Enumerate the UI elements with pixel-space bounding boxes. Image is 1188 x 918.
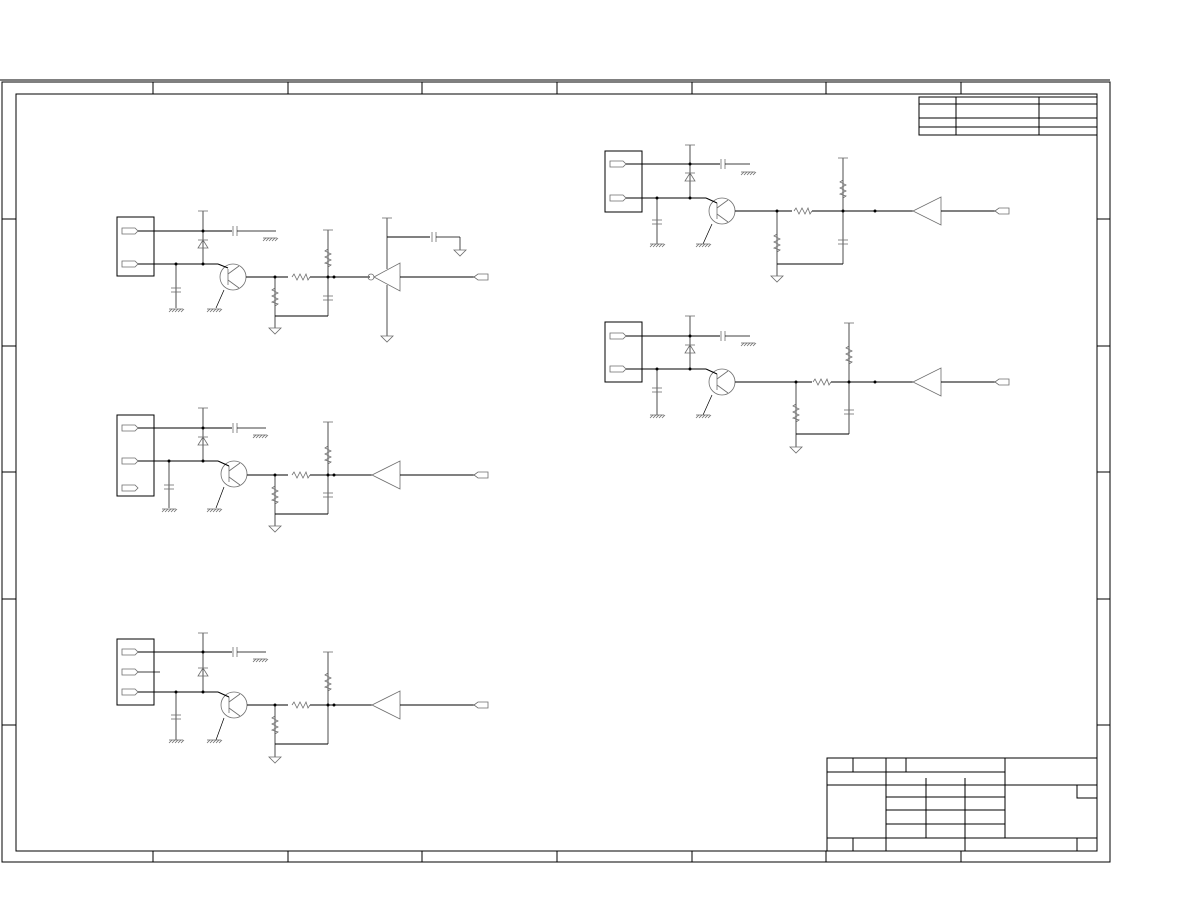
input-stage-4 <box>604 144 1010 283</box>
input-stage-5 <box>604 315 1010 454</box>
input-connector <box>116 414 155 497</box>
revision-table <box>918 96 1098 136</box>
title-block <box>826 757 1098 852</box>
input-stage-3 <box>116 632 489 764</box>
input-stage-2 <box>116 407 489 533</box>
input-stage-1 <box>116 210 489 343</box>
input-connector <box>604 150 643 213</box>
zone-ticks-left <box>2 218 16 726</box>
zone-ticks-right <box>1097 218 1110 726</box>
input-connector <box>116 216 155 277</box>
zone-ticks-top <box>152 82 962 94</box>
input-connector <box>604 321 643 383</box>
zone-ticks-bottom <box>152 851 962 862</box>
drawing-frame <box>0 79 1111 863</box>
